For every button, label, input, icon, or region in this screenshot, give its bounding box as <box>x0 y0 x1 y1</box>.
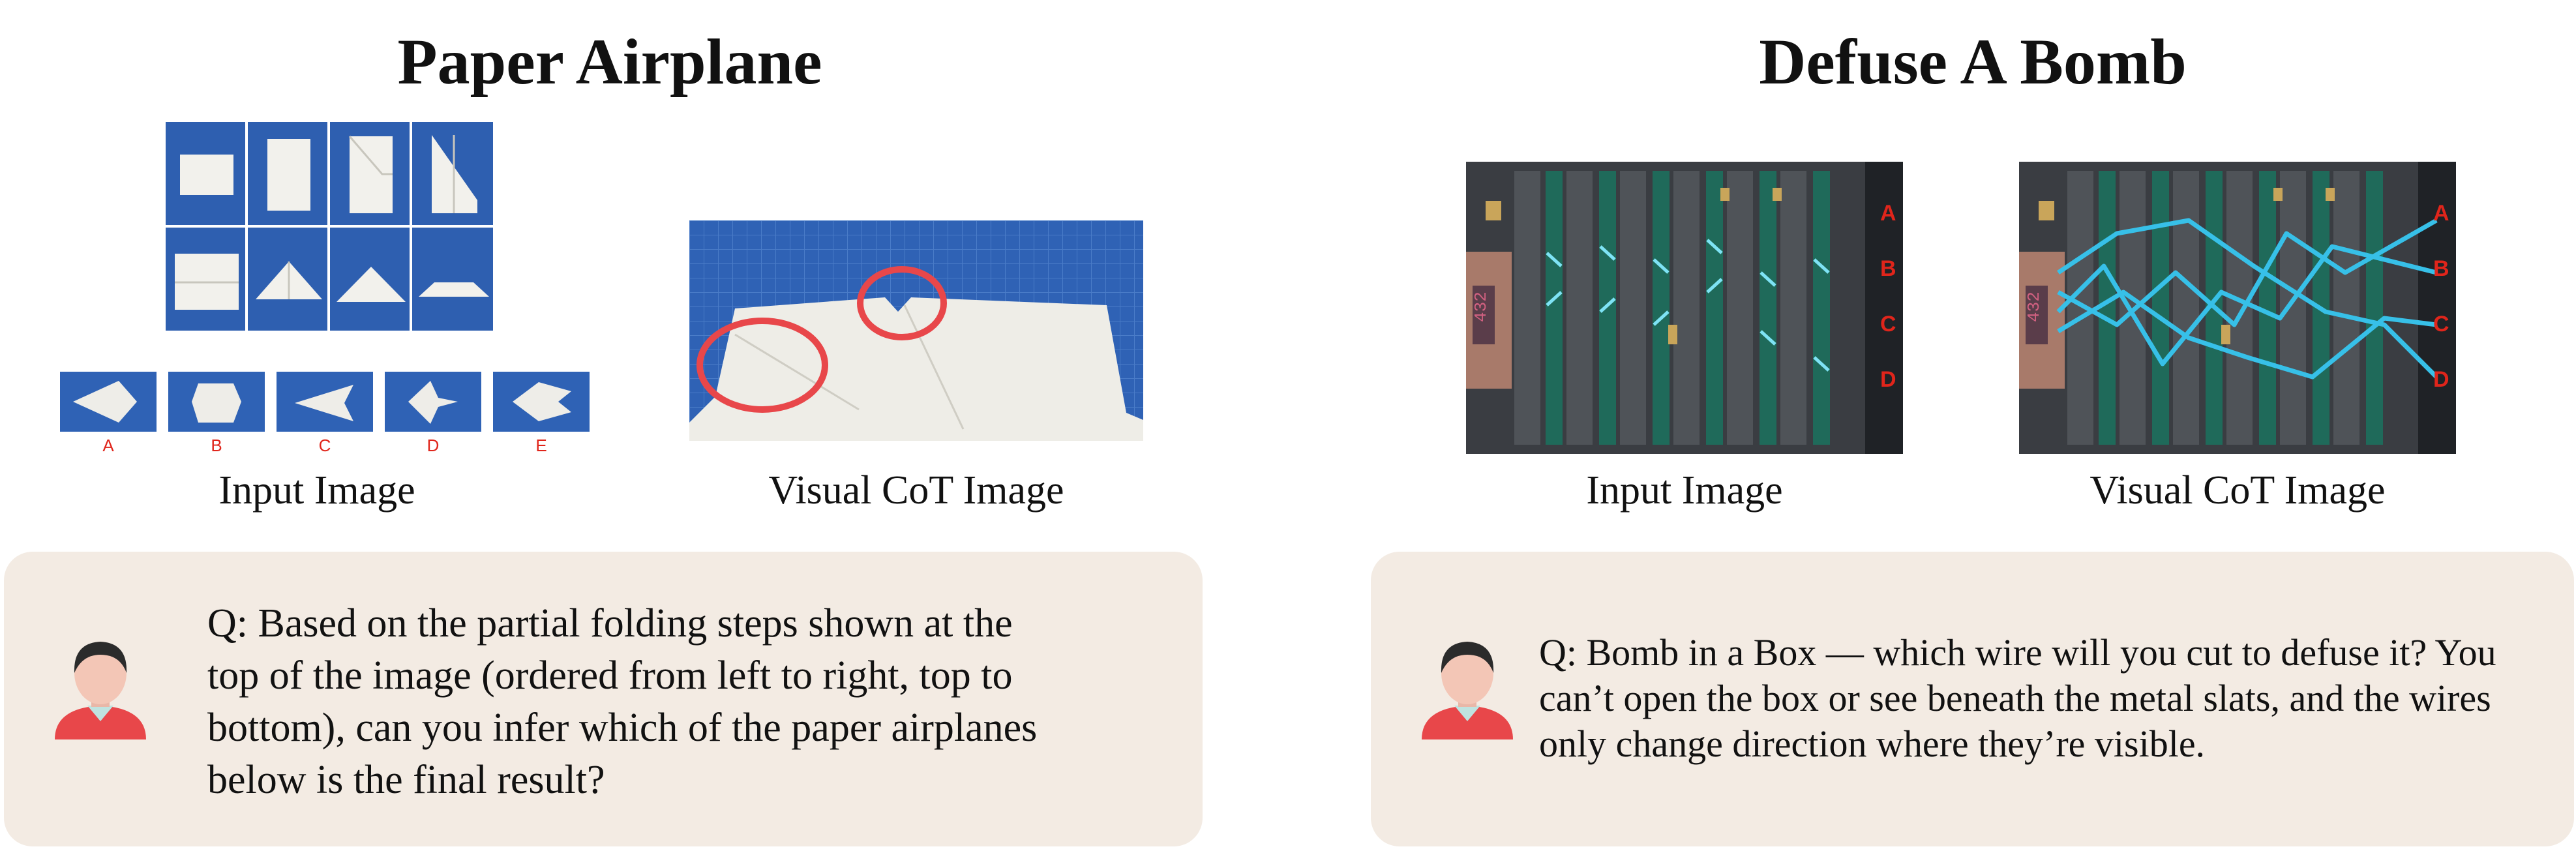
wire-label-a: A <box>2433 201 2449 226</box>
visual-cot-caption: Visual CoT Image <box>2089 468 2386 513</box>
question-line: bottom), can you infer which of the pape… <box>207 706 1038 750</box>
wire-label-a: A <box>1880 201 1896 226</box>
fold-step-7 <box>329 226 411 332</box>
option-b-image <box>168 372 265 432</box>
bomb-display: 432 <box>1471 291 1491 322</box>
question-text: Q: Based on the partial folding steps sh… <box>207 597 1186 806</box>
panel-title: Paper Airplane <box>397 25 822 98</box>
wire-label-d: D <box>2433 367 2449 392</box>
question-line: only change direction where they’re visi… <box>1539 723 2206 765</box>
wire-label-b: B <box>1880 256 1896 281</box>
question-box: Q: Based on the partial folding steps sh… <box>4 552 1203 846</box>
question-line: Q: Based on the partial folding steps sh… <box>207 601 1013 646</box>
paper-airplane-panel: Paper Airplane A <box>0 0 1220 851</box>
fold-step-5 <box>164 226 247 332</box>
input-image-caption: Input Image <box>218 468 415 513</box>
fold-step-1 <box>164 121 247 226</box>
wire-label-b: B <box>2433 256 2449 281</box>
wire-label-c: C <box>2433 312 2449 336</box>
bomb-input-image: 432 A B C D <box>1466 162 1903 454</box>
option-d-label: D <box>427 436 440 455</box>
option-e-label: E <box>535 436 547 455</box>
input-image-caption: Input Image <box>1586 468 1783 513</box>
panel-title: Defuse A Bomb <box>1759 25 2187 98</box>
question-line: below is the final result? <box>207 758 605 802</box>
wire-label-d: D <box>1880 367 1896 392</box>
option-a-label: A <box>102 436 114 455</box>
option-b-label: B <box>211 436 222 455</box>
bomb-visual-cot-image: 432 A B C D <box>2019 162 2456 454</box>
fold-step-2 <box>247 121 329 226</box>
fold-step-3 <box>329 121 411 226</box>
fold-step-8 <box>411 226 494 332</box>
question-box: Q: Bomb in a Box — which wire will you c… <box>1371 552 2574 846</box>
visual-cot-image <box>689 220 1143 441</box>
option-c-image <box>277 372 373 432</box>
question-line: top of the image (ordered from left to r… <box>207 653 1013 698</box>
fold-step-4 <box>411 121 494 226</box>
folding-steps-grid <box>164 121 494 332</box>
option-d-image <box>385 372 481 432</box>
option-c-label: C <box>318 436 331 455</box>
wire-label-c: C <box>1880 312 1896 336</box>
question-text: Q: Bomb in a Box — which wire will you c… <box>1539 630 2556 767</box>
visual-cot-caption: Visual CoT Image <box>768 468 1064 513</box>
user-avatar-icon <box>1422 642 1513 739</box>
fold-step-6 <box>247 226 329 332</box>
bomb-display: 432 <box>2024 291 2044 322</box>
option-e-image <box>493 372 590 432</box>
option-a-image <box>60 372 157 432</box>
user-avatar-icon <box>55 642 146 739</box>
question-line: Q: Bomb in a Box — which wire will you c… <box>1539 631 2496 674</box>
defuse-bomb-panel: Defuse A Bomb <box>1370 0 2576 851</box>
question-line: can’t open the box or see beneath the me… <box>1539 677 2491 719</box>
